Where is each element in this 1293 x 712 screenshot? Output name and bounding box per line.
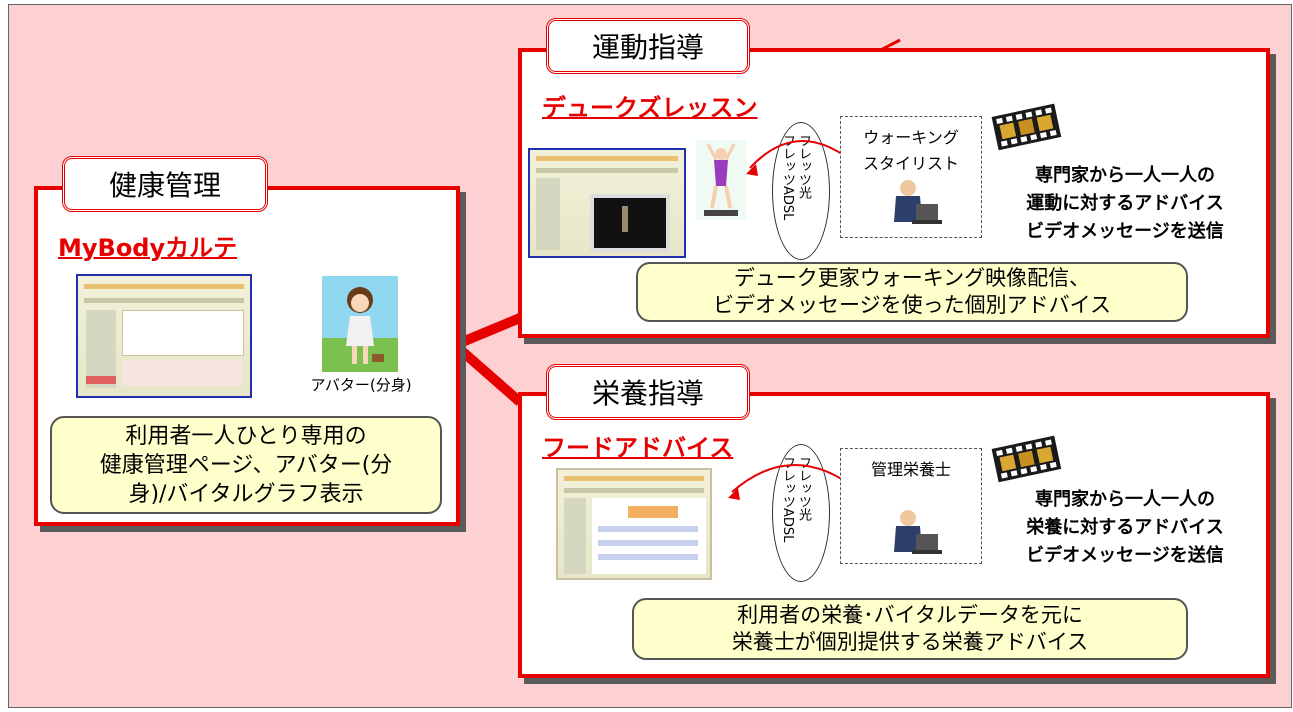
health-tab: 健康管理 [62, 156, 268, 212]
exercise-service-name[interactable]: デュークズレッスン [542, 94, 758, 122]
nutrition-advice-line-1: 専門家から一人一人の [1035, 489, 1215, 510]
exercise-advice-line-2: 運動に対するアドバイス [1026, 193, 1224, 214]
nutrition-description-line-1: 利用者の栄養･バイタルデータを元に [737, 603, 1083, 627]
nutrition-service-name[interactable]: フードアドバイス [542, 434, 734, 462]
nutrition-network-label: フレッツ光 フレッツADSL [780, 456, 811, 543]
nutrition-description-callout: 利用者の栄養･バイタルデータを元に 栄養士が個別提供する栄養アドバイス [632, 598, 1188, 660]
exercise-tab: 運動指導 [546, 18, 750, 74]
nutrition-tab: 栄養指導 [546, 364, 750, 420]
health-service-name[interactable]: MyBodyカルテ [58, 234, 238, 262]
health-description-callout: 利用者一人ひとり専用の 健康管理ページ、アバター(分 身)/バイタルグラフ表示 [50, 416, 442, 514]
nutrition-film-icon [991, 435, 1062, 483]
health-description-line-2: 健康管理ページ、アバター(分 [99, 452, 393, 478]
exercise-network-label: フレッツ光 フレッツADSL [780, 134, 811, 221]
exercise-description-line-1: デューク更家ウォーキング映像配信、 [733, 266, 1091, 290]
exercise-advice-line-1: 専門家から一人一人の [1035, 165, 1215, 186]
nutrition-screenshot-thumbnail [556, 468, 712, 580]
exercise-description-callout: デューク更家ウォーキング映像配信、 ビデオメッセージを使った個別アドバイス [636, 262, 1188, 322]
exercise-expert-image [894, 180, 942, 224]
health-description-line-3: 身)/バイタルグラフ表示 [128, 481, 364, 507]
nutrition-advice-line-2: 栄養に対するアドバイス [1026, 517, 1224, 538]
exercise-expert-label-2: スタイリスト [862, 154, 959, 173]
nutrition-advice-line-3: ビデオメッセージを送信 [1026, 545, 1224, 566]
avatar-caption: アバター(分身) [310, 376, 412, 394]
exercise-film-icon [991, 103, 1062, 151]
health-screenshot-thumbnail [76, 274, 252, 398]
exercise-advice-text: 専門家から一人一人の 運動に対するアドバイス ビデオメッセージを送信 [990, 162, 1260, 246]
nutrition-advice-text: 専門家から一人一人の 栄養に対するアドバイス ビデオメッセージを送信 [990, 486, 1260, 570]
exercise-expert-label-1: ウォーキング [863, 128, 959, 147]
avatar-image [322, 276, 398, 372]
exercise-description-line-2: ビデオメッセージを使った個別アドバイス [713, 293, 1111, 317]
exercise-advice-line-3: ビデオメッセージを送信 [1026, 221, 1224, 242]
health-description-line-1: 利用者一人ひとり専用の [125, 423, 367, 449]
nutrition-description-line-2: 栄養士が個別提供する栄養アドバイス [731, 630, 1089, 654]
exercise-screenshot-thumbnail [528, 148, 686, 258]
exerciser-image [696, 140, 746, 220]
nutrition-expert-image [894, 510, 942, 554]
nutrition-expert-label: 管理栄養士 [870, 460, 951, 479]
